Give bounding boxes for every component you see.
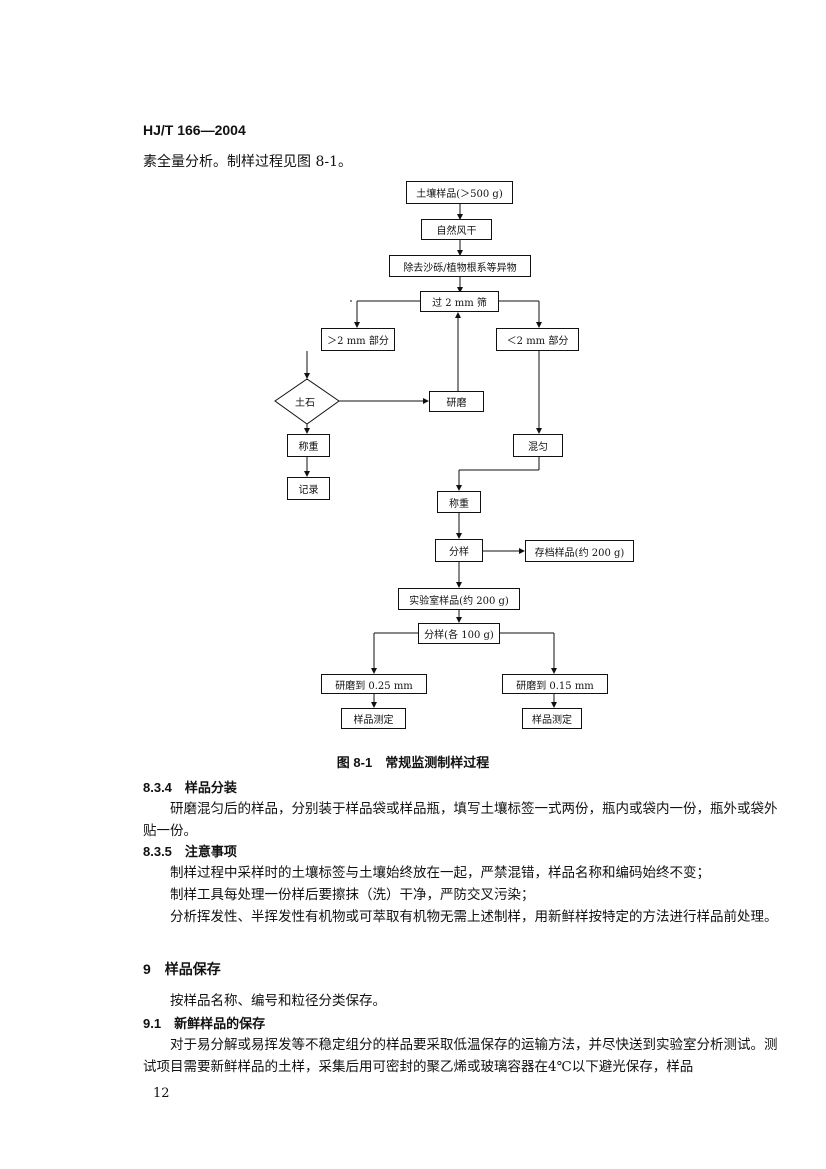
node-measure-a: 样品测定 xyxy=(341,708,406,729)
figure-caption: 图 8-1 常规监测制样过程 xyxy=(336,755,490,770)
intro-line: 素全量分析。制样过程见图 8-1。 xyxy=(143,154,352,170)
node-soil-sample: 土壤样品(＞500 g) xyxy=(406,181,513,204)
node-remove-debris: 除去沙砾/植物根系等异物 xyxy=(389,255,531,277)
node-mix: 混匀 xyxy=(513,434,563,457)
paragraph: 制样过程中采样时的土壤标签与土壤始终放在一起，严禁混错，样品名称和编码始终不变； xyxy=(170,865,710,881)
paragraph: 按样品名称、编号和粒径分类保存。 xyxy=(170,993,386,1009)
node-weigh-b: 称重 xyxy=(437,491,481,513)
node-air-dry: 自然风干 xyxy=(421,219,492,240)
flowchart-connectors xyxy=(274,204,557,708)
node-grind-015: 研磨到 0.15 mm xyxy=(502,674,608,694)
node-measure-b: 样品测定 xyxy=(522,708,582,729)
node-lab-sample: 实验室样品(约 200 g) xyxy=(398,588,520,610)
node-soil-stone: 土石 xyxy=(295,398,315,409)
node-split: 分样 xyxy=(435,539,483,562)
paragraph: 研磨混匀后的样品，分别装于样品袋或样品瓶，填写土壤标签一式两份，瓶内或袋内一份，… xyxy=(143,801,778,839)
section-heading: 9 样品保存 xyxy=(143,961,221,977)
node-sieve-2mm: 过 2 mm 筛 xyxy=(420,291,499,312)
node-record: 记录 xyxy=(287,477,330,500)
page-number: 12 xyxy=(153,1086,170,1101)
section-heading: 8.3.4 样品分装 xyxy=(143,780,237,795)
section-heading: 9.1 新鲜样品的保存 xyxy=(143,1016,266,1031)
node-split-100g: 分样(各 100 g) xyxy=(418,623,500,644)
node-archive-sample: 存档样品(约 200 g) xyxy=(525,540,634,562)
paragraph: 制样工具每处理一份样后要擦抹（洗）干净，严防交叉污染； xyxy=(170,887,535,903)
decision-diamond xyxy=(274,378,340,425)
section-heading: 8.3.5 注意事项 xyxy=(143,844,237,859)
node-gt-2mm: ＞2 mm 部分 xyxy=(321,328,395,351)
node-weigh-a: 称重 xyxy=(287,434,330,457)
paragraph: 分析挥发性、半挥发性有机物或可萃取有机物无需上述制样，用新鲜样按特定的方法进行样… xyxy=(170,909,778,925)
standard-code: HJ/T 166—2004 xyxy=(143,122,246,138)
node-lt-2mm: ＜2 mm 部分 xyxy=(496,328,579,351)
paragraph: 对于易分解或易挥发等不稳定组分的样品要采取低温保存的运输方法，并尽快送到实验室分… xyxy=(143,1037,778,1075)
node-grind-025: 研磨到 0.25 mm xyxy=(321,674,427,694)
node-grind: 研磨 xyxy=(429,391,484,412)
